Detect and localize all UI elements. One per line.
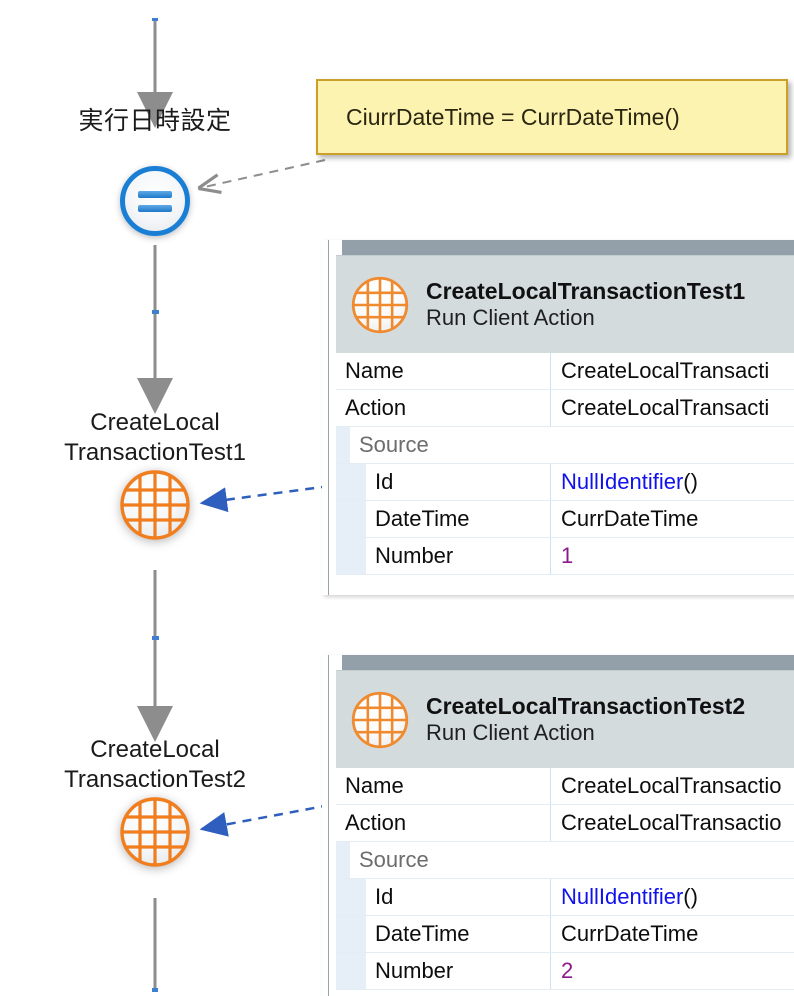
property-row[interactable]: Id NullIdentifier() — [336, 879, 794, 916]
property-value[interactable]: CreateLocalTransactio — [550, 768, 794, 804]
panel-header-1: CreateLocalTransactionTest1 Run Client A… — [336, 255, 794, 353]
indent-strip — [336, 464, 366, 500]
callout-line-panel1-to-action1 — [199, 484, 331, 513]
panel-title-2: CreateLocalTransactionTest2 — [426, 693, 746, 720]
indent-strip — [336, 427, 350, 463]
property-key: DateTime — [375, 506, 470, 531]
property-row[interactable]: Source — [336, 427, 794, 464]
flow-line-action1-to-action2 — [137, 570, 173, 742]
flow-line-assign-to-action1 — [137, 245, 173, 414]
indent-strip — [336, 501, 366, 537]
function-parens: () — [683, 884, 698, 909]
property-panel-2: CreateLocalTransactionTest2 Run Client A… — [322, 655, 794, 996]
callout-line-tooltip-to-assign — [200, 159, 326, 188]
property-value[interactable]: NullIdentifier() — [550, 879, 794, 915]
run-client-action-icon — [350, 275, 410, 335]
property-value[interactable]: CreateLocalTransacti — [550, 353, 794, 389]
property-key: Number — [375, 958, 454, 983]
equals-icon — [138, 190, 172, 212]
node-label-action2: CreateLocal TransactionTest2 — [64, 736, 246, 793]
property-key: Source — [359, 432, 429, 457]
action-node-2[interactable] — [118, 795, 192, 869]
property-row[interactable]: DateTime CurrDateTime — [336, 916, 794, 953]
property-key: Name — [345, 773, 404, 798]
action-node-1[interactable] — [118, 468, 192, 542]
property-value[interactable]: CreateLocalTransactio — [550, 805, 794, 841]
panel-title-bar[interactable] — [342, 655, 794, 670]
property-value[interactable]: 1 — [550, 538, 794, 574]
property-row[interactable]: DateTime CurrDateTime — [336, 501, 794, 538]
property-row[interactable]: Number 2 — [336, 953, 794, 990]
property-key: Number — [375, 543, 454, 568]
run-client-action-icon — [120, 470, 190, 540]
indent-strip — [336, 953, 366, 989]
property-value[interactable]: 2 — [550, 953, 794, 989]
property-row[interactable]: Action CreateLocalTransacti — [336, 390, 794, 427]
panel-header-2: CreateLocalTransactionTest2 Run Client A… — [336, 670, 794, 768]
property-row[interactable]: Number 1 — [336, 538, 794, 575]
property-row[interactable]: Source — [336, 842, 794, 879]
panel-title-bar[interactable] — [342, 240, 794, 255]
property-key: Id — [375, 884, 394, 909]
property-row[interactable]: Id NullIdentifier() — [336, 464, 794, 501]
assign-node[interactable] — [120, 166, 190, 236]
panel-subtitle-2: Run Client Action — [426, 719, 595, 745]
flow-line-bottom — [152, 898, 158, 992]
numeric-literal: 1 — [561, 543, 574, 568]
property-row[interactable]: Name CreateLocalTransactio — [336, 768, 794, 805]
node-label-assign: 実行日時設定 — [78, 107, 232, 135]
property-key: Action — [345, 810, 407, 835]
expression-tooltip: CiurrDateTime = CurrDateTime() — [316, 79, 788, 155]
property-key: Name — [345, 358, 404, 383]
property-value[interactable] — [550, 427, 794, 463]
property-row[interactable]: Action CreateLocalTransactio — [336, 805, 794, 842]
expression-tooltip-text: CiurrDateTime = CurrDateTime() — [346, 103, 680, 130]
property-key: DateTime — [375, 921, 470, 946]
property-value[interactable]: CreateLocalTransacti — [550, 390, 794, 426]
panel-left-chrome — [322, 240, 329, 595]
indent-strip — [336, 879, 366, 915]
panel-title-1: CreateLocalTransactionTest1 — [426, 278, 746, 305]
indent-strip — [336, 538, 366, 574]
function-parens: () — [683, 469, 698, 494]
function-name: NullIdentifier — [561, 884, 684, 909]
flow-line-top — [137, 18, 173, 128]
property-value[interactable]: NullIdentifier() — [550, 464, 794, 500]
panel-subtitle-1: Run Client Action — [426, 304, 595, 330]
property-panel-1: CreateLocalTransactionTest1 Run Client A… — [322, 240, 794, 595]
property-value[interactable] — [550, 842, 794, 878]
indent-strip — [336, 916, 366, 952]
callout-line-panel2-to-action2 — [199, 803, 331, 837]
property-key: Action — [345, 395, 407, 420]
property-key: Source — [359, 847, 429, 872]
numeric-literal: 2 — [561, 958, 574, 983]
property-value[interactable]: CurrDateTime — [550, 501, 794, 537]
function-name: NullIdentifier — [561, 469, 684, 494]
run-client-action-icon — [120, 797, 190, 867]
property-row[interactable]: Name CreateLocalTransacti — [336, 353, 794, 390]
property-value[interactable]: CurrDateTime — [550, 916, 794, 952]
indent-strip — [336, 842, 350, 878]
property-key: Id — [375, 469, 394, 494]
panel-left-chrome — [322, 655, 329, 996]
run-client-action-icon — [350, 690, 410, 750]
node-label-action1: CreateLocal TransactionTest1 — [64, 409, 246, 466]
